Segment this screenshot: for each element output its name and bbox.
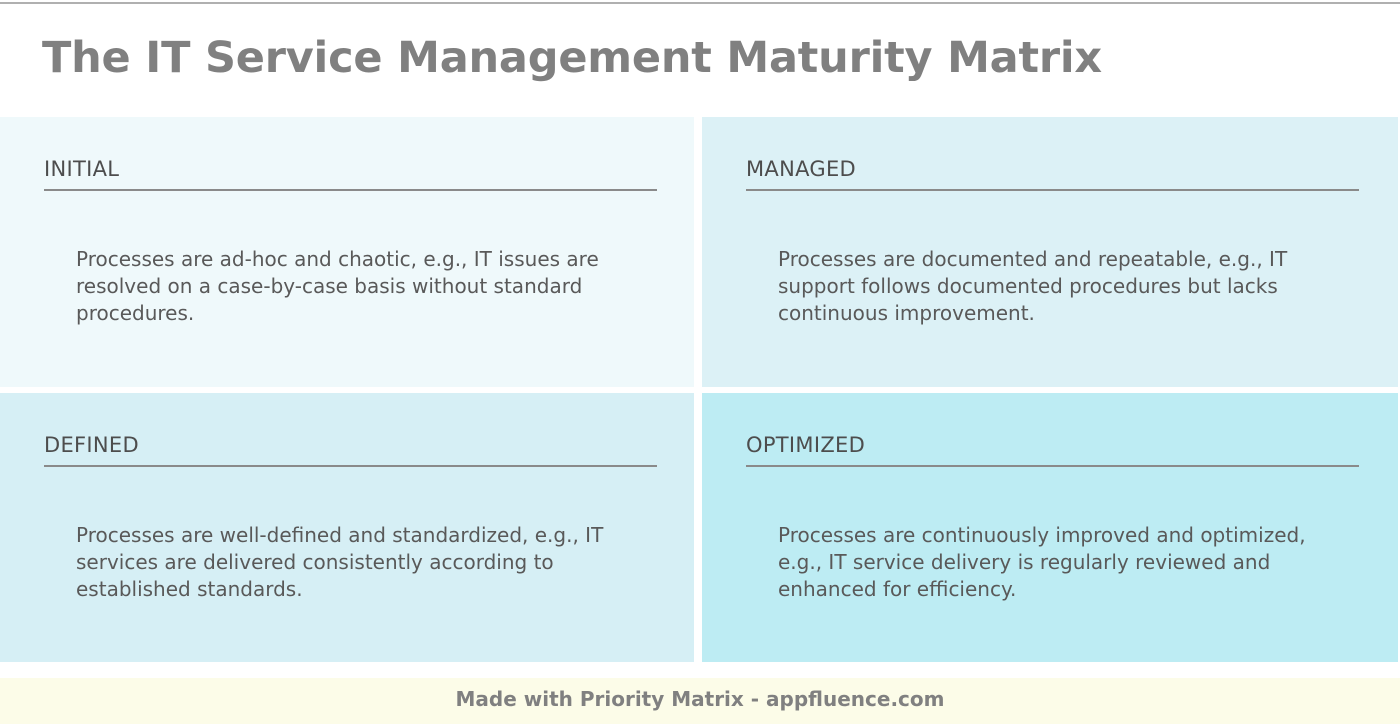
- quadrant-optimized[interactable]: OPTIMIZED Processes are continuously imp…: [702, 393, 1398, 662]
- quadrant-initial[interactable]: INITIAL Processes are ad-hoc and chaotic…: [0, 117, 694, 387]
- quadrant-defined-rule: [44, 465, 657, 467]
- quadrant-managed[interactable]: MANAGED Processes are documented and rep…: [702, 117, 1398, 387]
- quadrant-defined[interactable]: DEFINED Processes are well-defined and s…: [0, 393, 694, 662]
- quadrant-managed-body: Processes are documented and repeatable,…: [778, 247, 1288, 325]
- quadrant-managed-label: MANAGED: [746, 157, 857, 181]
- top-border-rule: [0, 2, 1400, 4]
- quadrant-grid: INITIAL Processes are ad-hoc and chaotic…: [0, 117, 1400, 662]
- quadrant-managed-rule: [746, 189, 1359, 191]
- quadrant-initial-rule: [44, 189, 657, 191]
- page-title: The IT Service Management Maturity Matri…: [42, 33, 1102, 83]
- quadrant-defined-body: Processes are well-defined and standardi…: [76, 523, 604, 601]
- title-bar: The IT Service Management Maturity Matri…: [0, 4, 1400, 117]
- footer-bar: Made with Priority Matrix - appfluence.c…: [0, 678, 1400, 724]
- quadrant-initial-label: INITIAL: [44, 157, 120, 181]
- quadrant-optimized-label: OPTIMIZED: [746, 433, 866, 457]
- quadrant-defined-label: DEFINED: [44, 433, 139, 457]
- quadrant-optimized-body: Processes are continuously improved and …: [778, 523, 1306, 601]
- quadrant-optimized-rule: [746, 465, 1359, 467]
- footer-attribution: Made with Priority Matrix - appfluence.c…: [455, 687, 945, 711]
- quadrant-initial-body: Processes are ad-hoc and chaotic, e.g., …: [76, 247, 599, 325]
